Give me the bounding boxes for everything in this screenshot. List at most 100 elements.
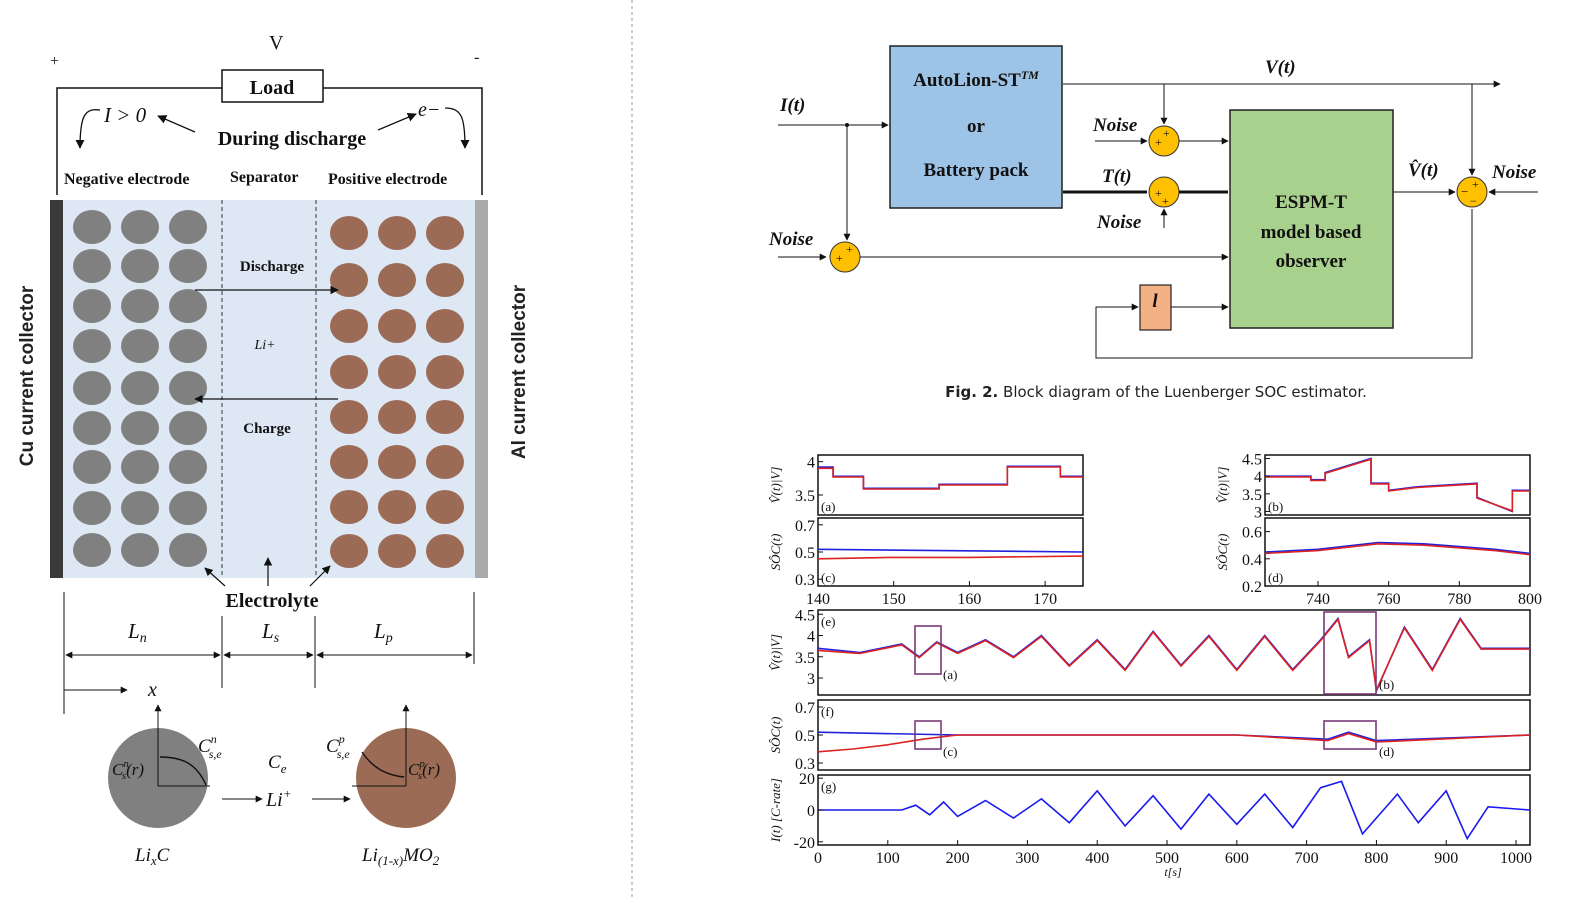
y-tick-label: 0 — [807, 803, 815, 820]
espm-line1: ESPM-T — [1275, 192, 1347, 213]
vhat-label: V̂(t) — [1408, 160, 1439, 181]
chart-frame — [1264, 517, 1531, 587]
positive-particle — [330, 309, 368, 343]
positive-particle — [426, 309, 464, 343]
chart-panel: 33.544.5(e)V̂(t)|V] — [768, 607, 1531, 696]
electron-arrow — [444, 107, 470, 149]
x-tick-label: 100 — [876, 850, 900, 867]
zoom-box — [1323, 720, 1377, 750]
electron-label: e− — [418, 99, 440, 121]
y-tick-label: 3.5 — [1242, 487, 1262, 504]
y-tick-label: 0.6 — [1242, 525, 1262, 542]
x-tick-label: 800 — [1518, 591, 1542, 608]
separator-label: Separator — [230, 169, 298, 186]
negative-particle — [121, 210, 159, 244]
y-tick-label: 0.3 — [795, 756, 815, 773]
li-ion-label: Li+ — [253, 338, 275, 353]
y-axis-label: V̂(t)|V] — [768, 634, 783, 671]
chart-frame — [817, 774, 1531, 846]
positive-electrode-label: Positive electrode — [328, 171, 447, 188]
electrolyte-pointer-right — [309, 565, 331, 587]
y-tick-label: 0.5 — [795, 728, 815, 745]
y-tick-label: 4.5 — [1242, 452, 1262, 469]
y-tick-label: 0.5 — [795, 545, 815, 562]
wire-feedback — [1095, 209, 1473, 359]
zoom-box — [914, 720, 942, 750]
negative-particle — [121, 371, 159, 405]
series-line — [1264, 542, 1531, 556]
negative-particle — [169, 411, 207, 445]
positive-particle — [378, 263, 416, 297]
positive-particle — [426, 400, 464, 434]
positive-particle — [426, 490, 464, 524]
current-arrow — [75, 109, 101, 149]
negative-particle — [121, 450, 159, 484]
negative-particle — [121, 329, 159, 363]
negative-particle — [169, 289, 207, 323]
positive-particle — [330, 263, 368, 297]
positive-particle — [378, 309, 416, 343]
negative-particle — [121, 289, 159, 323]
y-axis-label: SÔC(t) — [1215, 534, 1230, 571]
series-line — [817, 548, 1084, 553]
positive-particle — [378, 216, 416, 250]
noise-label-1: Noise — [768, 229, 814, 250]
cu-collector-bar — [50, 200, 63, 578]
zoom-box — [914, 625, 942, 675]
figure-caption: Fig. 2. Block diagram of the Luenberger … — [945, 383, 1367, 401]
y-axis-label: SÔC(t) — [768, 534, 783, 571]
negative-particle — [169, 210, 207, 244]
sum-sign-voltage: + — [1155, 135, 1162, 149]
current-pointer — [157, 115, 196, 133]
negative-particle — [121, 249, 159, 283]
external-circuit-wire — [56, 87, 222, 195]
negative-particle — [121, 533, 159, 567]
y-tick-label: 0.7 — [795, 518, 815, 535]
discharge-label: Discharge — [240, 259, 304, 275]
electrolyte-label: Electrolyte — [226, 590, 319, 612]
external-circuit-wire-right — [323, 87, 483, 195]
sum-sign-error-2: + — [1472, 177, 1479, 191]
panel-label: (d) — [1268, 570, 1283, 585]
ls-label: Ls — [261, 619, 280, 646]
cell-schematic: + - V Load I > 0 e− During discharge Neg… — [17, 32, 530, 868]
positive-particle — [426, 534, 464, 568]
load-label: Load — [250, 77, 294, 99]
negative-particle — [73, 450, 111, 484]
zoom-box-label: (b) — [1379, 677, 1394, 692]
panel-label: (f) — [821, 704, 834, 719]
x-tick-label: 160 — [957, 591, 981, 608]
li-transfer-label: Li+ — [265, 786, 291, 811]
autolion-block — [889, 45, 1063, 209]
pos-concentration-curve — [361, 751, 405, 778]
espm-line3: observer — [1276, 251, 1347, 272]
autolion-title: AutoLion-STTM — [913, 68, 1039, 91]
positive-particle — [330, 490, 368, 524]
y-tick-label: 4 — [1254, 469, 1262, 486]
noise-label-3: Noise — [1096, 212, 1142, 233]
y-axis-label: V̂(t)|V] — [768, 467, 783, 504]
panel-label: (b) — [1268, 499, 1283, 514]
chart-panel: 3.54(a)V̂(t)|V] — [768, 454, 1084, 516]
y-tick-label: 3 — [1254, 504, 1262, 521]
neg-concentration-curve — [159, 756, 207, 786]
sum-junction-error — [1456, 176, 1488, 208]
y-axis-label: I(t) [C-rate] — [768, 778, 783, 843]
x-tick-label: 140 — [806, 591, 830, 608]
y-tick-label: 4 — [807, 455, 815, 472]
negative-particle — [73, 533, 111, 567]
negative-particle — [73, 249, 111, 283]
y-tick-label: 4.5 — [795, 607, 815, 624]
during-discharge-label: During discharge — [218, 128, 366, 150]
negative-particle — [169, 249, 207, 283]
espm-line2: model based — [1261, 222, 1362, 243]
panel-label: (g) — [821, 779, 836, 794]
chart-frame — [817, 609, 1531, 696]
x-tick-label: 800 — [1364, 850, 1388, 867]
negative-particle — [73, 289, 111, 323]
lixc-label: LixC — [134, 845, 170, 868]
